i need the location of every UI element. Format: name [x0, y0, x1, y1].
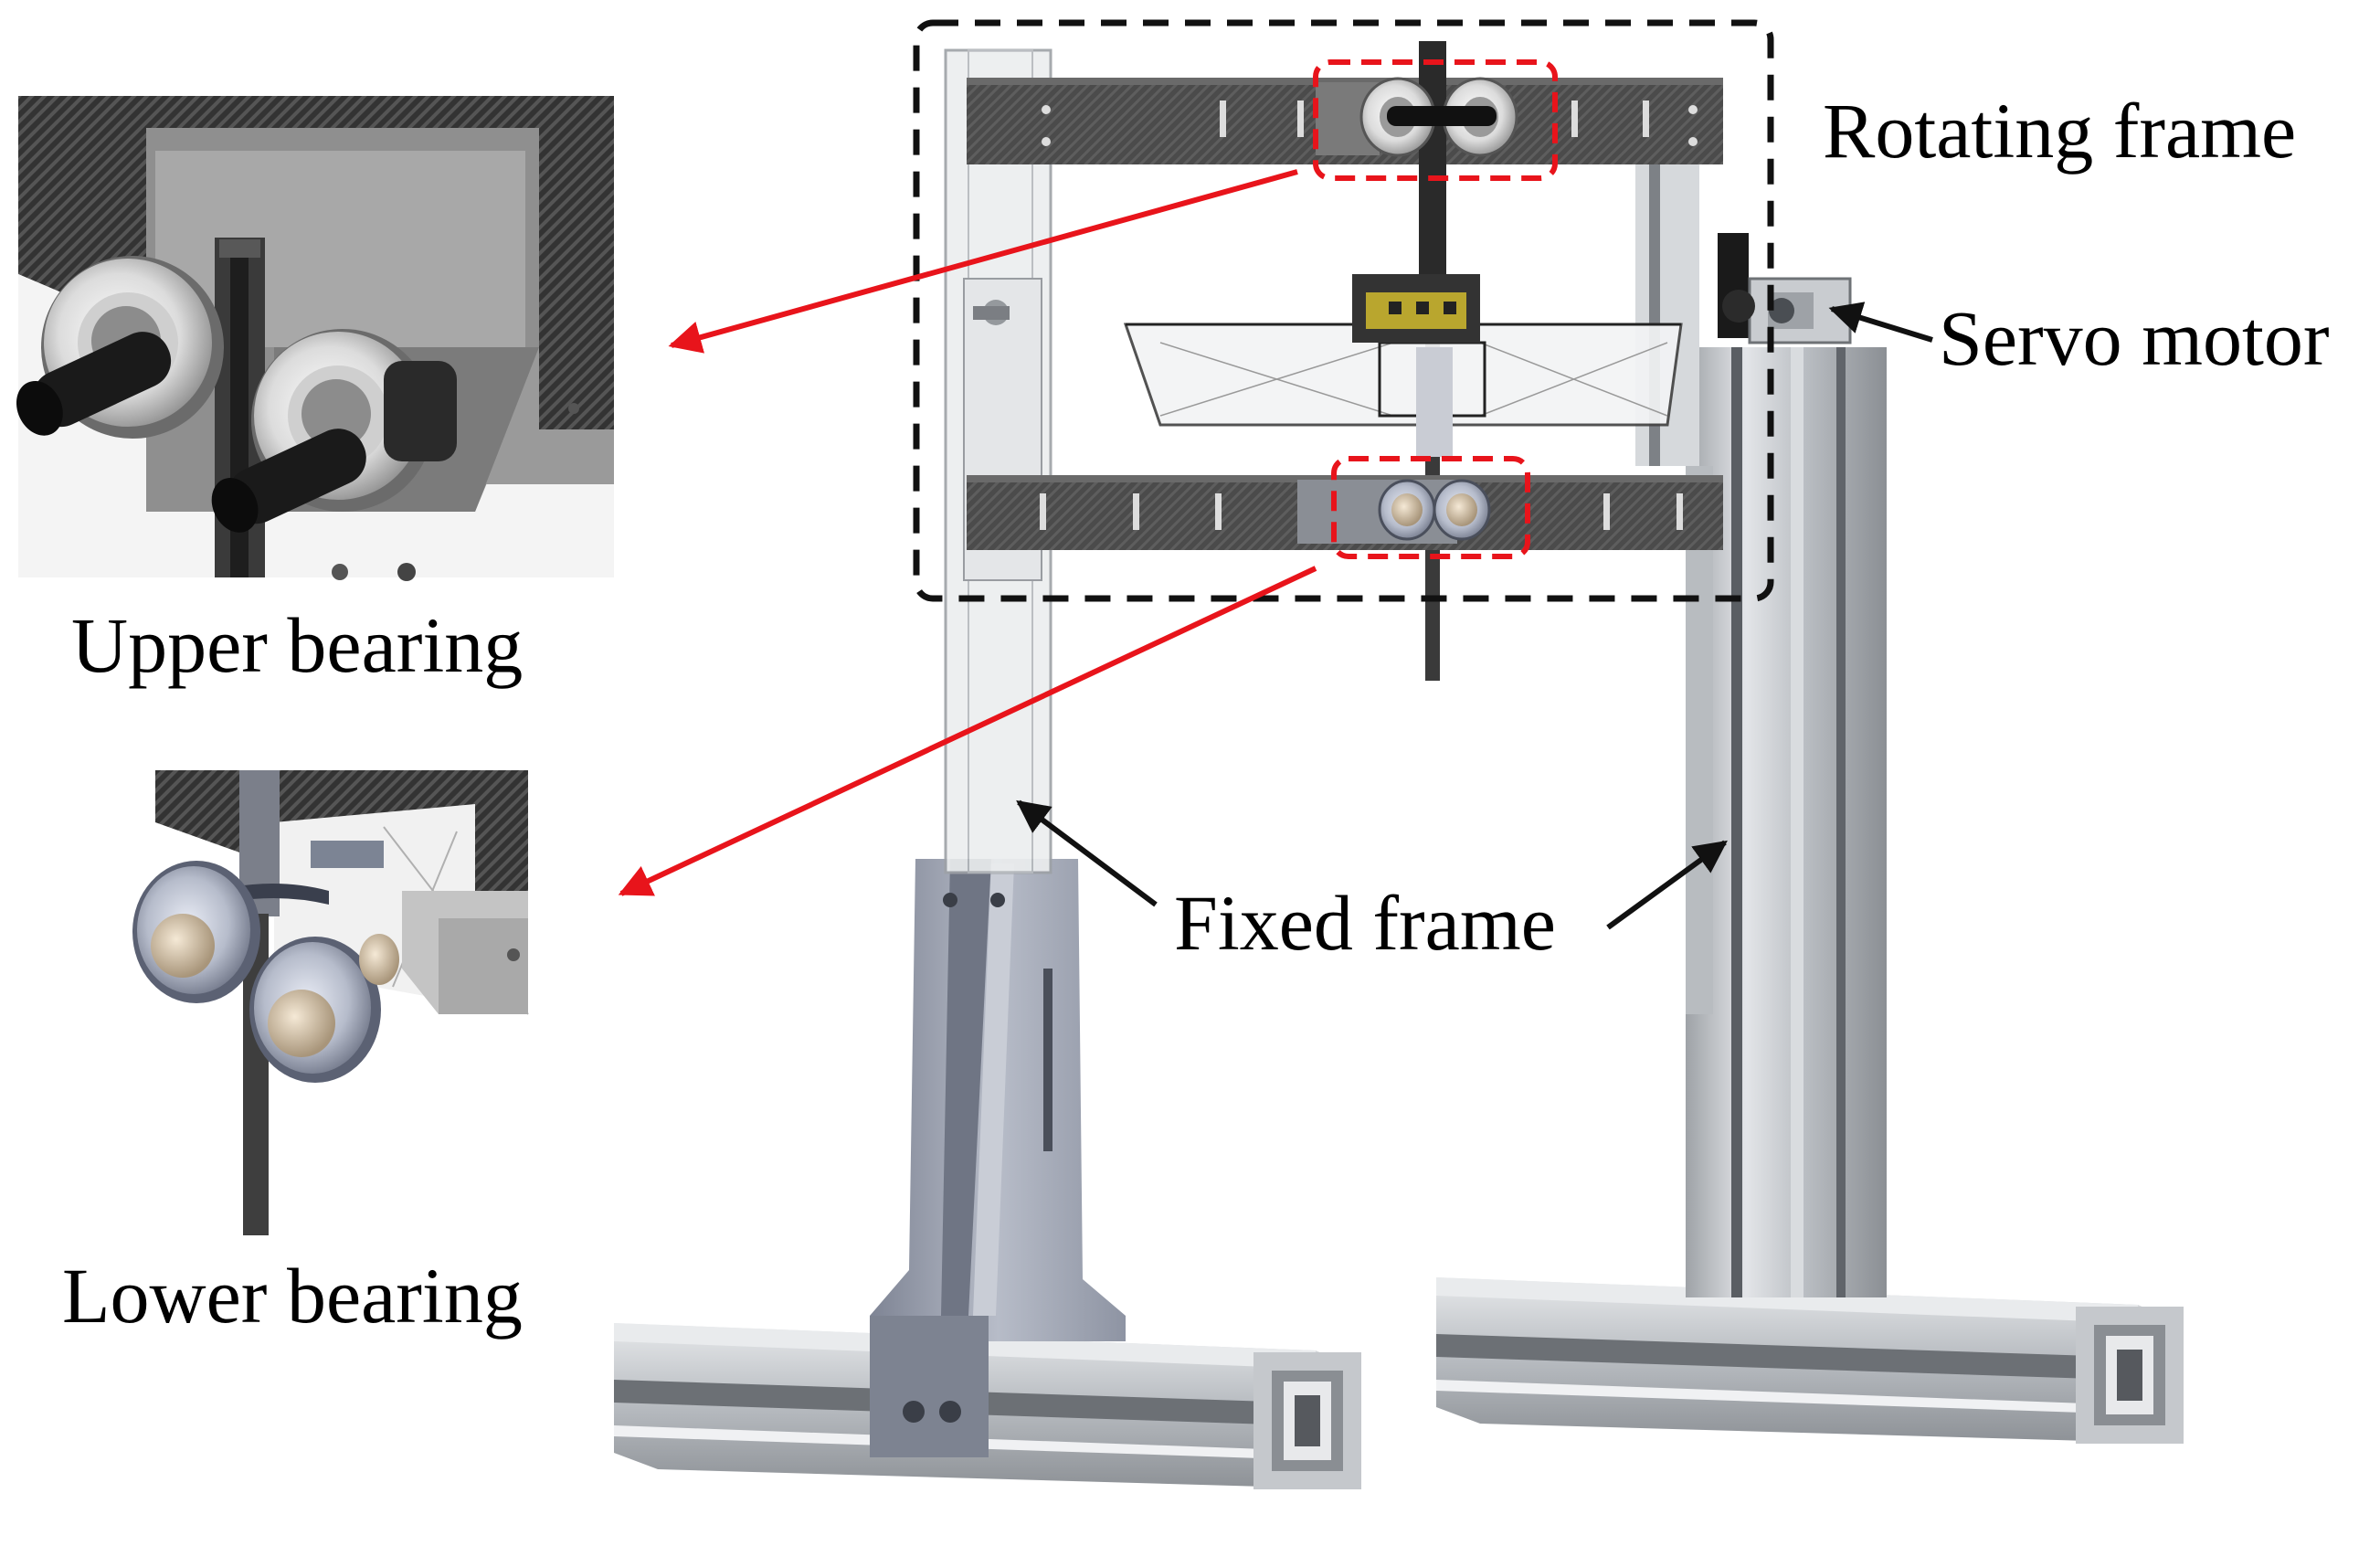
fixed-frame-label: Fixed frame: [1174, 879, 1556, 967]
rotating-frame-outline: [913, 19, 1774, 602]
lower-bearing-wheels: [1378, 479, 1491, 541]
fixed-frame-arrow-left: [1016, 799, 1158, 907]
servo-motor-label: Servo motor: [1939, 294, 2330, 382]
upper-bearing-wheels: [1359, 77, 1518, 157]
lower-bearing-highlight: [1331, 456, 1530, 559]
lower-bearing-inset: [132, 770, 529, 1255]
upper-bearing-label: Upper bearing: [71, 601, 524, 689]
fixed-frame-left-post: [944, 48, 1052, 874]
servo-motor-arrow: [1828, 302, 1933, 343]
upper-bearing-arrow: [668, 169, 1298, 354]
fixed-frame-arrow-right: [1606, 840, 1728, 930]
test-article: [1123, 274, 1683, 457]
upper-carbon-bar: [967, 78, 1723, 164]
upper-bearing-highlight: [1313, 59, 1558, 181]
lower-bearing-label: Lower bearing: [62, 1252, 523, 1340]
left-bracket: [870, 859, 1126, 1457]
servo-motor: [1718, 233, 1852, 344]
upper-bearing-inset: [16, 96, 614, 581]
lower-bearing-arrow: [618, 566, 1317, 896]
lower-carbon-bar: [967, 475, 1723, 550]
rotating-frame-label: Rotating frame: [1823, 87, 2297, 175]
right-base-extrusion: [1436, 1277, 2184, 1444]
